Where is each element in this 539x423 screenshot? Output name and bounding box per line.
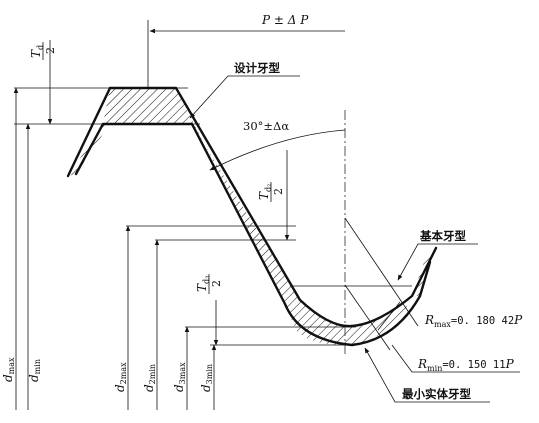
d2max-label: d2max — [113, 362, 128, 392]
rmin-leader — [391, 344, 520, 373]
design-profile-leader — [189, 75, 300, 119]
basic-profile-leader — [397, 243, 478, 281]
min-material-leader — [364, 347, 490, 403]
basic-profile-label: 基本牙型 — [419, 229, 466, 243]
td2-half-label: Td₂ 2 — [257, 182, 285, 202]
root-tolerance-zone — [285, 296, 412, 346]
d2min-label: d2min — [142, 364, 157, 392]
design-profile-outline — [66, 86, 438, 328]
td-half-label: Td 2 — [29, 42, 57, 60]
pitch-label: P ± Δ P — [261, 13, 309, 27]
svg-text:2: 2 — [44, 47, 57, 54]
design-profile-label: 设计牙型 — [234, 61, 280, 75]
min-material-profile-label: 最小实体牙型 — [402, 387, 471, 401]
angle-arc — [209, 129, 346, 171]
dmin-label: dmin — [27, 359, 42, 382]
td3-half-label: Td₃ 2 — [195, 274, 223, 294]
rmax-leader — [377, 301, 401, 331]
d3min-label: d3min — [199, 364, 214, 392]
dmax-label: dmax — [1, 357, 16, 382]
svg-text:Td₃: Td₃ — [195, 276, 211, 292]
svg-text:2: 2 — [210, 280, 223, 287]
rmax-label: Rmax=0. 180 42P — [424, 313, 523, 329]
svg-text:2: 2 — [272, 188, 285, 195]
root-diagonal — [344, 217, 419, 327]
root-diagonal-2 — [344, 284, 391, 351]
crest-tolerance-zone — [103, 88, 192, 124]
flank-tolerance-band — [176, 88, 300, 304]
svg-text:Td: Td — [29, 45, 45, 58]
d3max-label: d3max — [172, 362, 187, 392]
rmin-label: Rmin=0. 150 11P — [417, 357, 515, 373]
angle-label: 30°±Δα — [243, 119, 289, 133]
svg-text:Td₂: Td₂ — [257, 184, 273, 200]
